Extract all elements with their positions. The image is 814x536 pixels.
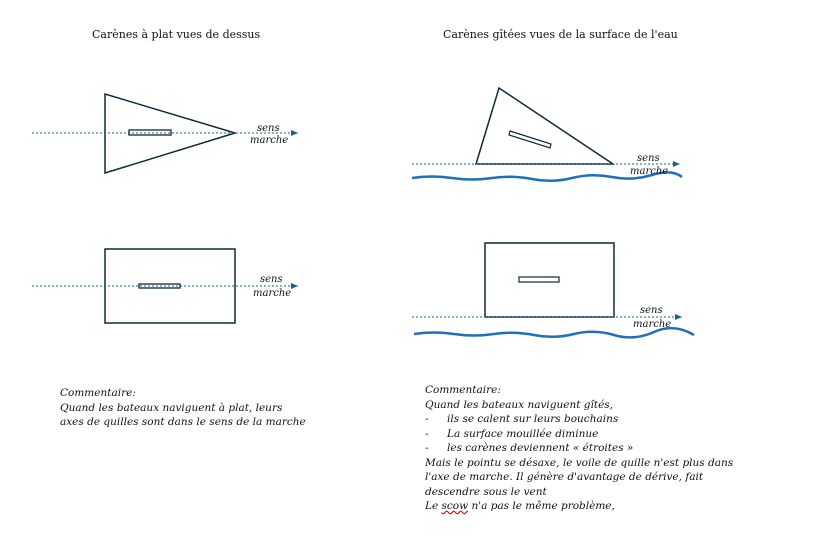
marche-label: marche <box>633 319 671 330</box>
bullet-item: -les carènes deviennent « étroites » <box>425 442 634 454</box>
keel <box>128 129 172 136</box>
marche-label: marche <box>250 135 288 146</box>
comment-heading: Commentaire: <box>60 387 136 399</box>
comment-heading: Commentaire: <box>425 384 501 396</box>
comment-line: Quand les bateaux naviguent à plat, leur… <box>60 401 283 414</box>
keel <box>518 276 560 283</box>
water-line <box>411 171 683 182</box>
comment-left: Commentaire: Quand les bateaux naviguent… <box>60 386 306 430</box>
marche-label: marche <box>630 166 668 177</box>
comment-right: Commentaire: Quand les bateaux naviguent… <box>425 383 733 514</box>
heeled-pointed-hull: sens marche <box>411 86 683 182</box>
comment-line: l'axe de marche. Il génère d'avantage de… <box>425 471 704 483</box>
keel <box>138 283 181 289</box>
bullet-item: -La surface mouillée diminue <box>425 427 599 440</box>
keel <box>508 130 552 149</box>
water-line <box>413 326 695 339</box>
marche-label: marche <box>253 288 291 299</box>
sens-label: sens <box>260 274 283 285</box>
title-flat-hulls: Carènes à plat vues de dessus <box>92 28 261 41</box>
comment-line: Mais le pointu se désaxe, le voile de qu… <box>425 456 734 469</box>
spellcheck-word: scow <box>441 500 469 512</box>
title-heeled-hulls: Carènes gîtées vues de la surface de l'e… <box>443 28 678 41</box>
sens-label: sens <box>637 153 660 164</box>
comment-line: Le scow n'a pas le même problème, <box>425 500 615 512</box>
bullet-item: -ils se calent sur leurs bouchains <box>425 413 619 425</box>
sens-label: sens <box>257 123 280 134</box>
flat-scow-hull: sens marche <box>32 248 298 324</box>
comment-line: axes de quilles sont dans le sens de la … <box>60 416 306 428</box>
heeled-scow-hull: sens marche <box>412 242 695 339</box>
comment-line: descendre sous le vent <box>425 485 547 498</box>
sens-label: sens <box>640 305 663 316</box>
comment-line: Quand les bateaux naviguent gîtés, <box>425 398 614 411</box>
flat-pointed-hull: sens marche <box>32 92 298 175</box>
